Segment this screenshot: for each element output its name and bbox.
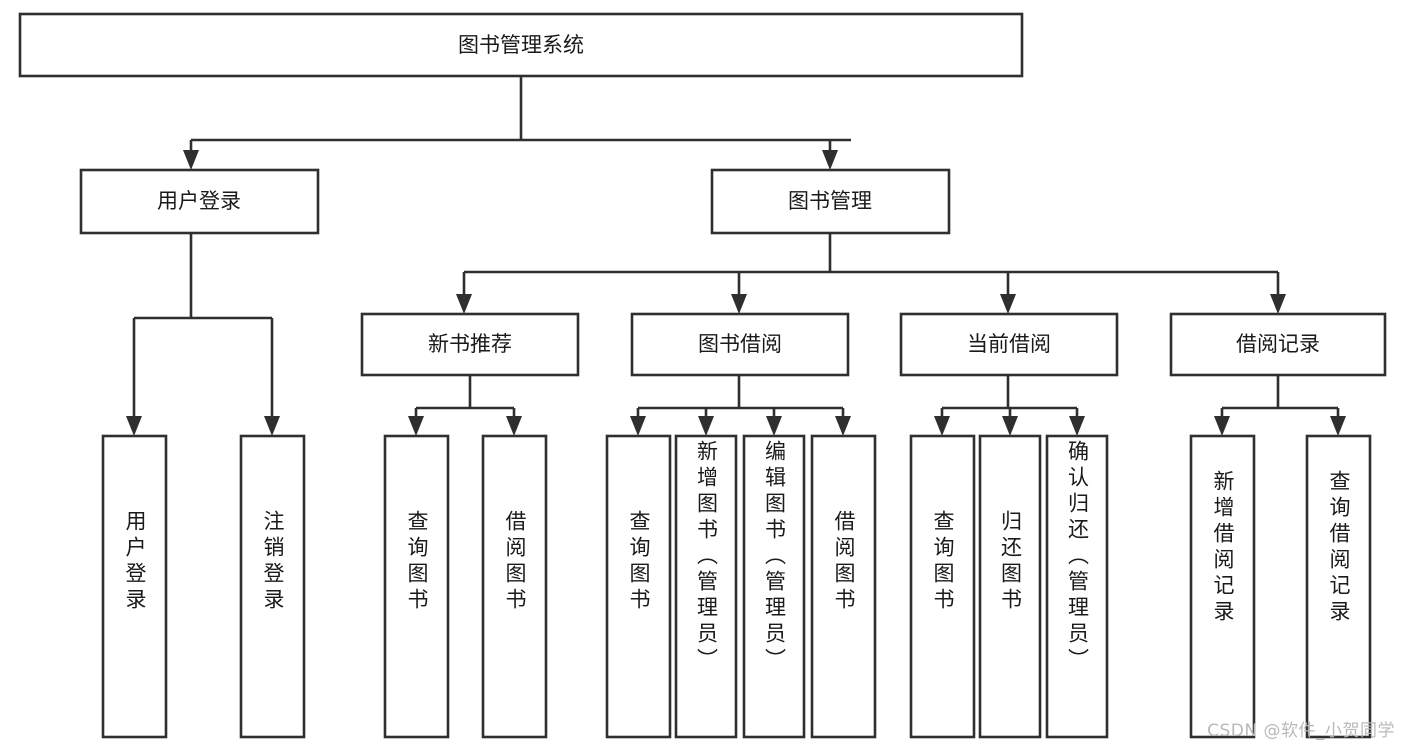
leaf-box-book-borrow-3[interactable] [810, 434, 877, 739]
node-book-borrow-box[interactable] [630, 312, 850, 377]
arrow-user-leaf1 [126, 416, 142, 436]
node-user-login-label: 用户登录 [157, 189, 241, 213]
arrow-book-c3 [1000, 294, 1016, 314]
leaf-box-user-login-1[interactable] [239, 434, 306, 739]
node-root-label: 图书管理系统 [458, 33, 584, 57]
node-book-manage[interactable]: 图书管理 [710, 168, 951, 235]
arrow-book-c4 [1270, 294, 1286, 314]
node-root[interactable]: 图书管理系统 [18, 12, 1024, 78]
leaf-box-current-borrow-1[interactable] [978, 434, 1042, 739]
node-new-book-recommend-label: 新书推荐 [428, 332, 512, 356]
leaf-box-new-book-1[interactable] [481, 434, 548, 739]
node-user-login-box[interactable] [79, 168, 320, 235]
leaf-box-current-borrow-0[interactable] [909, 434, 976, 739]
arrow-current-l1 [934, 416, 950, 436]
connector-group-book-borrow [630, 375, 851, 436]
arrow-record-l1 [1214, 416, 1230, 436]
arrow-current-l3 [1069, 416, 1085, 436]
node-book-borrow-label: 图书借阅 [698, 332, 782, 356]
arrow-borrow-l1 [630, 416, 646, 436]
node-book-borrow[interactable]: 图书借阅 [630, 312, 850, 377]
arrow-newbook-l2 [506, 416, 522, 436]
node-current-borrow-box[interactable] [899, 312, 1119, 377]
node-borrow-record[interactable]: 借阅记录 [1169, 312, 1387, 377]
leaf-box-book-borrow-2[interactable] [742, 434, 806, 739]
leaf-box-new-book-0[interactable] [383, 434, 450, 739]
node-root-box[interactable] [18, 12, 1024, 78]
leaf-box-user-login-0[interactable] [101, 434, 168, 739]
arrow-current-l2 [1002, 416, 1018, 436]
node-borrow-record-box[interactable] [1169, 312, 1387, 377]
arrow-record-l2 [1330, 416, 1346, 436]
leaf-box-book-borrow-1[interactable] [674, 434, 738, 739]
arrow-root-to-user [183, 150, 199, 170]
leaf-box-current-borrow-2[interactable] [1045, 434, 1109, 739]
connector-group-book-manage [456, 233, 1286, 314]
arrow-borrow-l2 [698, 416, 714, 436]
connector-group-new-book [408, 375, 522, 436]
leaf-box-borrow-record-0[interactable] [1189, 434, 1256, 739]
arrow-root-to-book [822, 150, 838, 170]
arrow-newbook-l1 [408, 416, 424, 436]
connector-group-current-borrow [934, 375, 1085, 436]
connector-group-user-login [126, 233, 280, 436]
connector-group-borrow-record [1214, 375, 1346, 436]
leaf-box-book-borrow-0[interactable] [605, 434, 672, 739]
connector-group-root [183, 76, 851, 170]
node-user-login[interactable]: 用户登录 [79, 168, 320, 235]
arrow-book-c1 [456, 294, 472, 314]
node-current-borrow-label: 当前借阅 [967, 332, 1051, 356]
leaf-box-borrow-record-1[interactable] [1305, 434, 1372, 739]
node-new-book-recommend[interactable]: 新书推荐 [360, 312, 580, 377]
node-book-manage-box[interactable] [710, 168, 951, 235]
node-borrow-record-label: 借阅记录 [1236, 332, 1320, 356]
arrow-borrow-l4 [835, 416, 851, 436]
arrow-book-c2 [731, 294, 747, 314]
node-new-book-recommend-box[interactable] [360, 312, 580, 377]
arrow-user-leaf2 [264, 416, 280, 436]
node-book-manage-label: 图书管理 [788, 189, 872, 213]
arrow-borrow-l3 [766, 416, 782, 436]
node-current-borrow[interactable]: 当前借阅 [899, 312, 1119, 377]
csdn-watermark: CSDN @软件_小贺同学 [1207, 721, 1395, 741]
